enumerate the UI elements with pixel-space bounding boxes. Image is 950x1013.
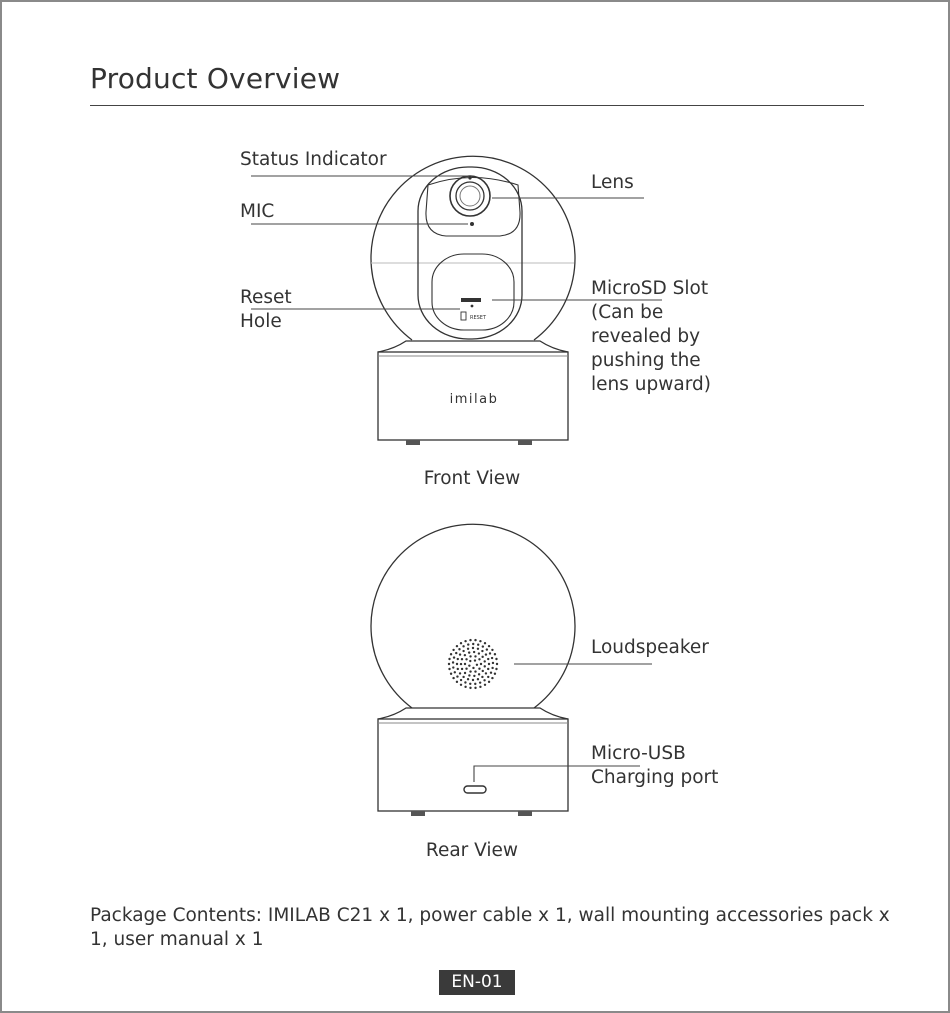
label-micro-usb-port: Micro-USB Charging port bbox=[591, 742, 718, 790]
page-number: EN-01 bbox=[439, 970, 515, 995]
label-mic: MIC bbox=[240, 200, 274, 224]
loudspeaker-grille bbox=[448, 639, 498, 689]
label-status-indicator: Status Indicator bbox=[240, 148, 387, 172]
label-lens: Lens bbox=[591, 171, 634, 195]
label-loudspeaker: Loudspeaker bbox=[591, 636, 709, 660]
label-microsd-slot: MicroSD Slot (Can be revealed by pushing… bbox=[591, 277, 711, 397]
rear-view-caption: Rear View bbox=[372, 840, 572, 861]
package-contents: Package Contents: IMILAB C21 x 1, power … bbox=[90, 904, 890, 952]
reset-mark-text: RESET bbox=[470, 315, 487, 321]
brand-mark: imilab bbox=[450, 392, 499, 407]
front-view-caption: Front View bbox=[372, 468, 572, 489]
rear-view-camera bbox=[371, 524, 575, 816]
label-reset-hole: Reset Hole bbox=[240, 286, 292, 334]
front-view-camera: RESET imilab bbox=[371, 156, 575, 445]
